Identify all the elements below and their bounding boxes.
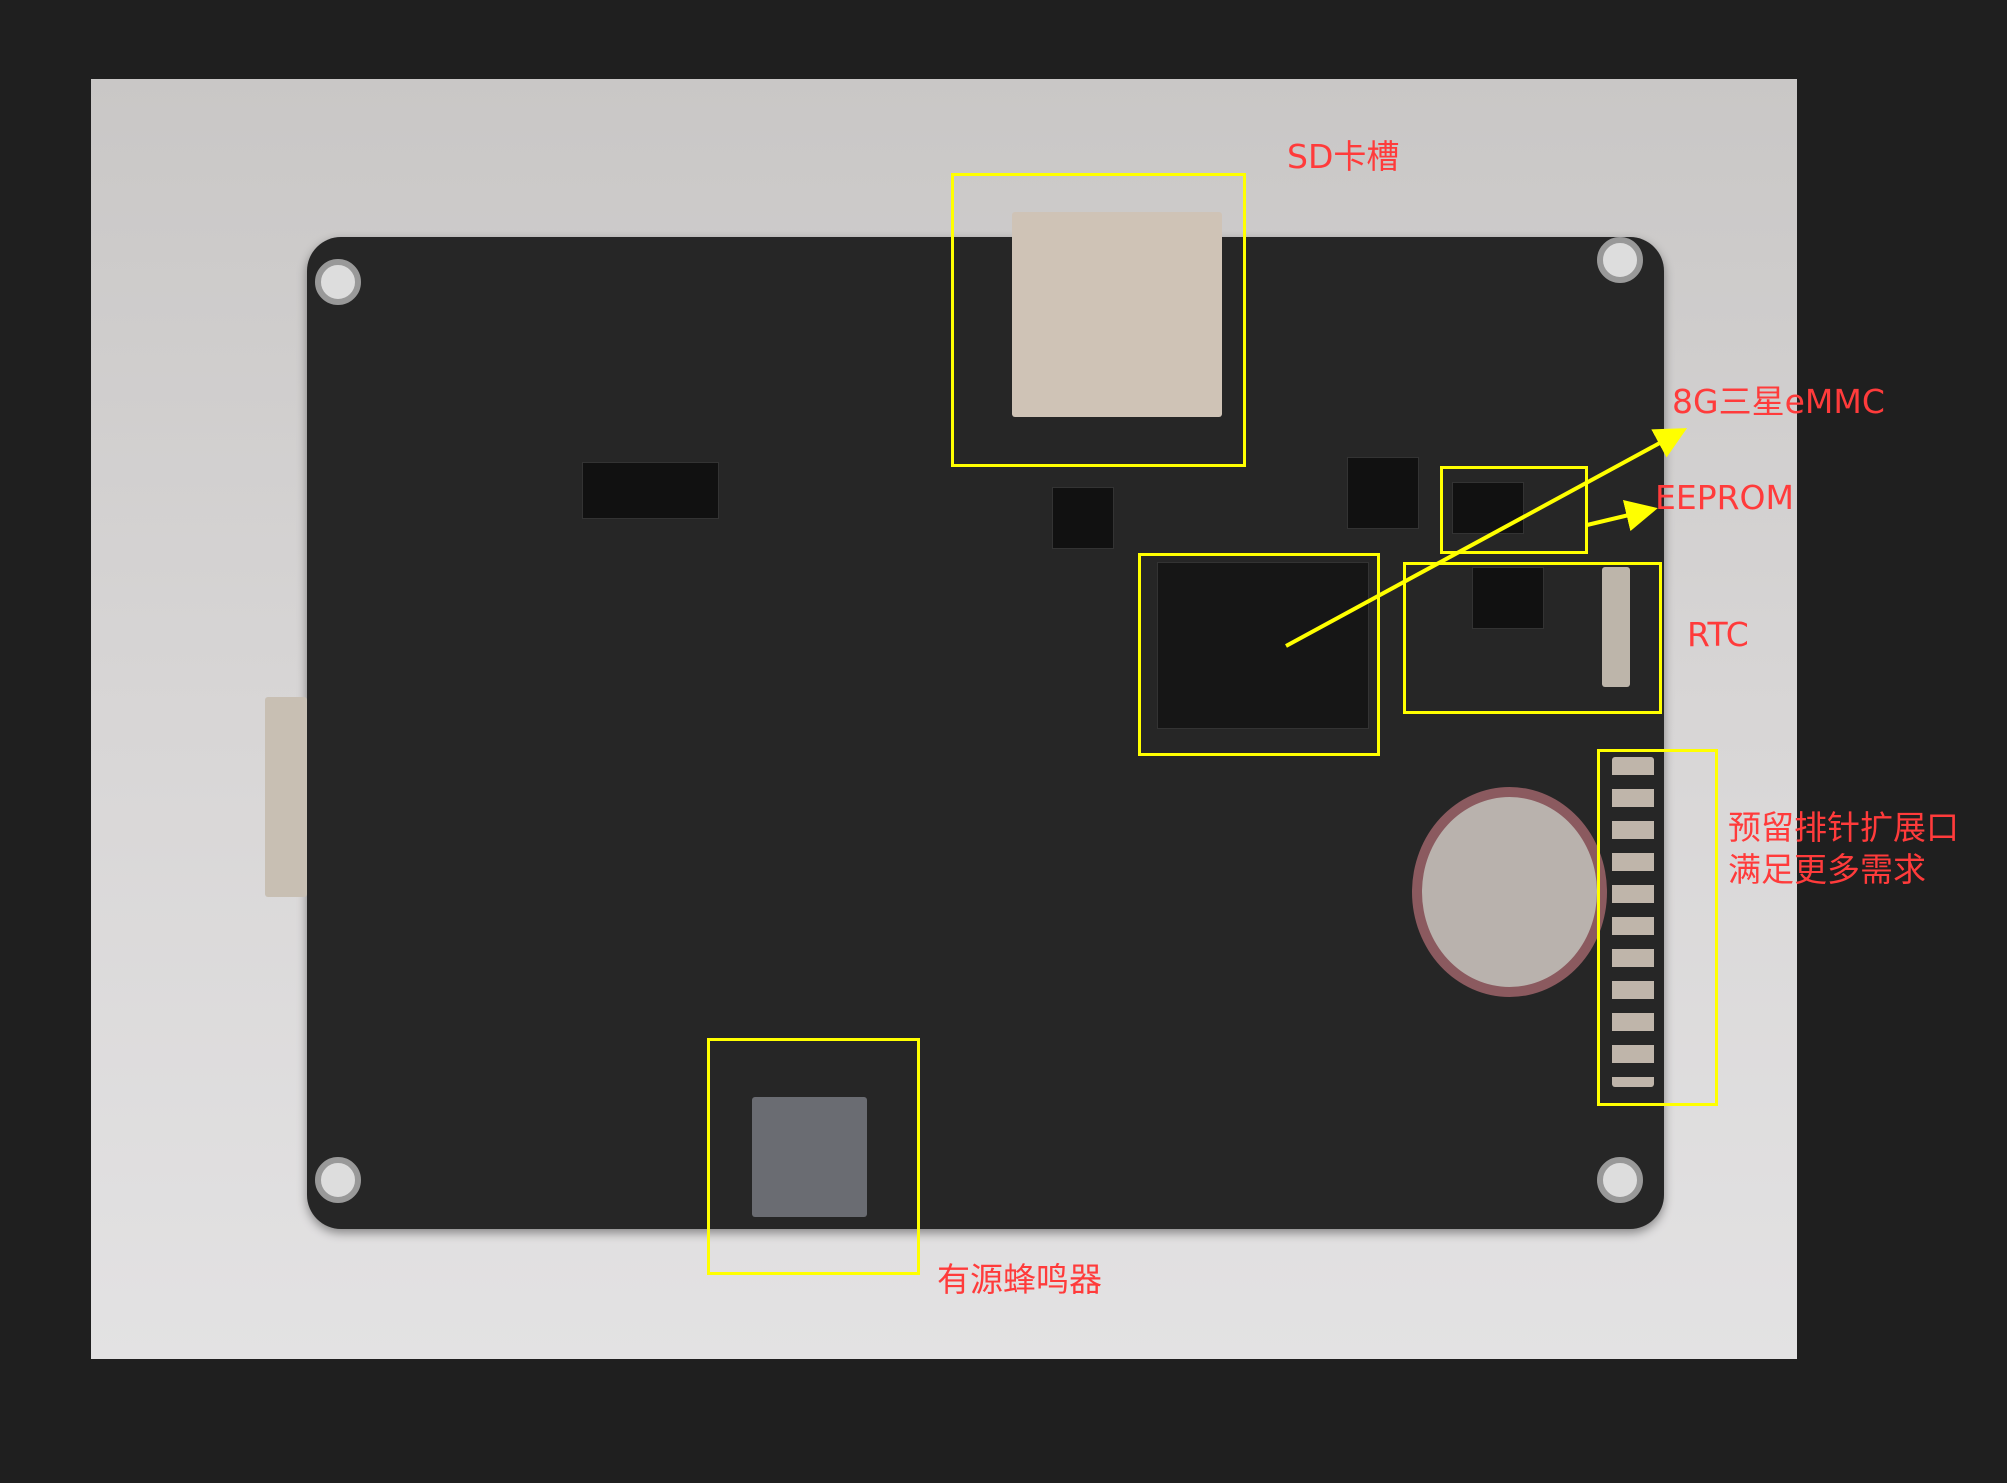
- emmc-chip: [1157, 562, 1369, 729]
- buzzer: [752, 1097, 867, 1217]
- mount-hole: [1597, 1157, 1643, 1203]
- sd-slot-highlight: [951, 173, 1246, 467]
- coin-battery: [1412, 787, 1607, 997]
- sd-card-slot: [1012, 212, 1222, 417]
- pin-header-label-line1: 预留排针扩展口: [1728, 808, 1959, 847]
- eeprom-label: EEPROM: [1655, 478, 1794, 517]
- circuit-board: ​: [265, 212, 1664, 1229]
- pin-header: [1612, 757, 1654, 1087]
- eeprom-highlight: [1440, 466, 1588, 554]
- controller-chip: [1052, 487, 1114, 549]
- ic-u15: [1347, 457, 1419, 529]
- mount-hole: [315, 1157, 361, 1203]
- pin-header-highlight: [1597, 749, 1718, 1106]
- pin-header-label-line2: 满足更多需求: [1728, 850, 1926, 889]
- ethernet-jack: [265, 697, 307, 897]
- mount-hole: [1597, 237, 1643, 283]
- eeprom-arrow: [1586, 499, 1658, 532]
- buzzer-highlight: [707, 1038, 920, 1275]
- sd-slot-label: SD卡槽: [1287, 137, 1400, 176]
- crystal: [1602, 567, 1630, 687]
- buzzer-label: 有源蜂鸣器: [937, 1260, 1102, 1299]
- rtc-chip: [1472, 567, 1544, 629]
- ic-u14: [582, 462, 719, 519]
- mount-hole: [315, 259, 361, 305]
- emmc-highlight: [1138, 553, 1380, 756]
- emmc-arrow: [1285, 428, 1688, 648]
- rtc-highlight: [1403, 562, 1662, 714]
- emmc-label: 8G三星eMMC: [1672, 382, 1885, 421]
- rtc-label: RTC: [1687, 615, 1749, 654]
